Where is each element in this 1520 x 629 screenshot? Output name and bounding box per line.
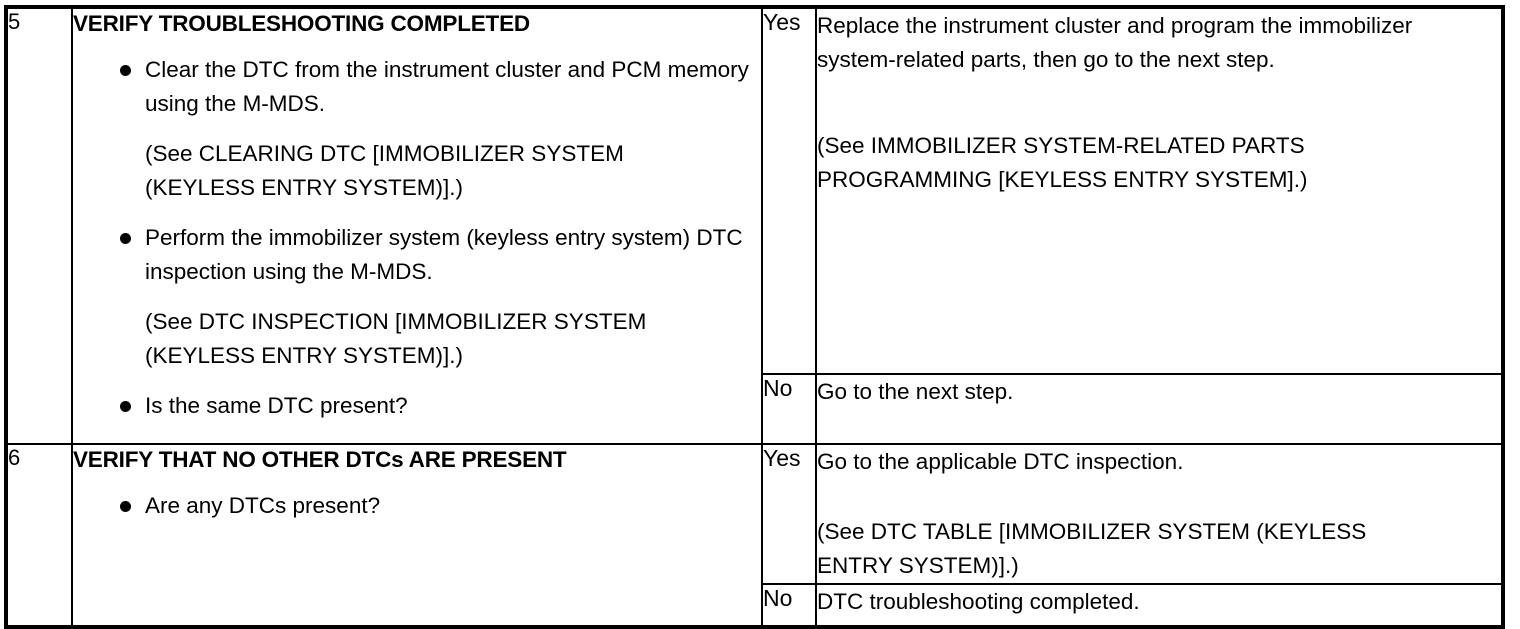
table-row-step-6-yes: 6 VERIFY THAT NO OTHER DTCs ARE PRESENT …: [5, 443, 1504, 628]
action-line: DTC troubleshooting completed.: [817, 589, 1140, 614]
action-note: (See DTC TABLE [IMMOBILIZER SYSTEM (KEYL…: [817, 515, 1501, 583]
result-label-step-6-yes: Yes: [761, 443, 817, 585]
note-line: (See DTC TABLE [IMMOBILIZER SYSTEM (KEYL…: [817, 519, 1367, 544]
step-number-5: 5: [5, 6, 73, 445]
action-note: (See IMMOBILIZER SYSTEM-RELATED PARTS PR…: [817, 129, 1501, 197]
list-item: Clear the DTC from the instrument cluste…: [73, 53, 761, 205]
bullet-text: Perform the immobilizer system (keyless …: [145, 225, 743, 284]
bullet-note: (See DTC INSPECTION [IMMOBILIZER SYSTEM …: [145, 305, 761, 373]
bullet-dot-icon: [120, 65, 131, 76]
action-line: Go to the applicable DTC inspection.: [817, 449, 1184, 474]
action-cell-step-5-no: Go to the next step.: [815, 373, 1504, 445]
bullet-dot-icon: [120, 501, 131, 512]
note-line: (KEYLESS ENTRY SYSTEM)].): [145, 175, 463, 200]
action-text: Go to the next step.: [817, 375, 1501, 409]
inspection-bullet-list-5: Clear the DTC from the instrument cluste…: [73, 53, 761, 423]
inspection-cell-step-6: VERIFY THAT NO OTHER DTCs ARE PRESENT Ar…: [71, 443, 763, 628]
bullet-note: (See CLEARING DTC [IMMOBILIZER SYSTEM (K…: [145, 137, 761, 205]
note-line: ENTRY SYSTEM)].): [817, 553, 1019, 578]
step-number-6: 6: [5, 443, 73, 628]
bullet-text: Are any DTCs present?: [145, 493, 381, 518]
bullet-text: Is the same DTC present?: [145, 393, 408, 418]
bullet-text: Clear the DTC from the instrument cluste…: [145, 57, 749, 116]
action-text: DTC troubleshooting completed.: [817, 585, 1501, 619]
step-title-6: VERIFY THAT NO OTHER DTCs ARE PRESENT: [73, 447, 567, 472]
inspection-cell-step-5: VERIFY TROUBLESHOOTING COMPLETED Clear t…: [71, 6, 763, 445]
note-line: PROGRAMMING [KEYLESS ENTRY SYSTEM].): [817, 167, 1308, 192]
action-text: Go to the applicable DTC inspection.: [817, 445, 1501, 479]
table-row-step-5-yes: 5 VERIFY TROUBLESHOOTING COMPLETED Clear…: [5, 6, 1504, 445]
step-title-5: VERIFY TROUBLESHOOTING COMPLETED: [73, 11, 530, 36]
result-label-step-5-no: No: [761, 373, 817, 445]
inspection-bullet-list-6: Are any DTCs present?: [73, 489, 761, 523]
note-line: (KEYLESS ENTRY SYSTEM)].): [145, 343, 463, 368]
bullet-dot-icon: [120, 233, 131, 244]
result-label-step-6-no: No: [761, 583, 817, 628]
list-item: Perform the immobilizer system (keyless …: [73, 221, 761, 373]
result-label-step-5-yes: Yes: [761, 6, 817, 375]
list-item: Are any DTCs present?: [73, 489, 761, 523]
action-cell-step-5-yes: Replace the instrument cluster and progr…: [815, 6, 1504, 375]
action-cell-step-6-no: DTC troubleshooting completed.: [815, 583, 1504, 628]
action-line: system-related parts, then go to the nex…: [817, 47, 1275, 72]
bullet-dot-icon: [120, 401, 131, 412]
list-item: Is the same DTC present?: [73, 389, 761, 423]
action-line: Replace the instrument cluster and progr…: [817, 13, 1413, 38]
troubleshooting-table: 5 VERIFY TROUBLESHOOTING COMPLETED Clear…: [4, 5, 1505, 629]
action-line: Go to the next step.: [817, 379, 1014, 404]
action-text: Replace the instrument cluster and progr…: [817, 9, 1501, 77]
note-line: (See IMMOBILIZER SYSTEM-RELATED PARTS: [817, 133, 1305, 158]
note-line: (See CLEARING DTC [IMMOBILIZER SYSTEM: [145, 141, 624, 166]
note-line: (See DTC INSPECTION [IMMOBILIZER SYSTEM: [145, 309, 647, 334]
table-row-step-5-no: No Go to the next step.: [6, 373, 1504, 445]
action-cell-step-6-yes: Go to the applicable DTC inspection. (Se…: [815, 443, 1504, 585]
